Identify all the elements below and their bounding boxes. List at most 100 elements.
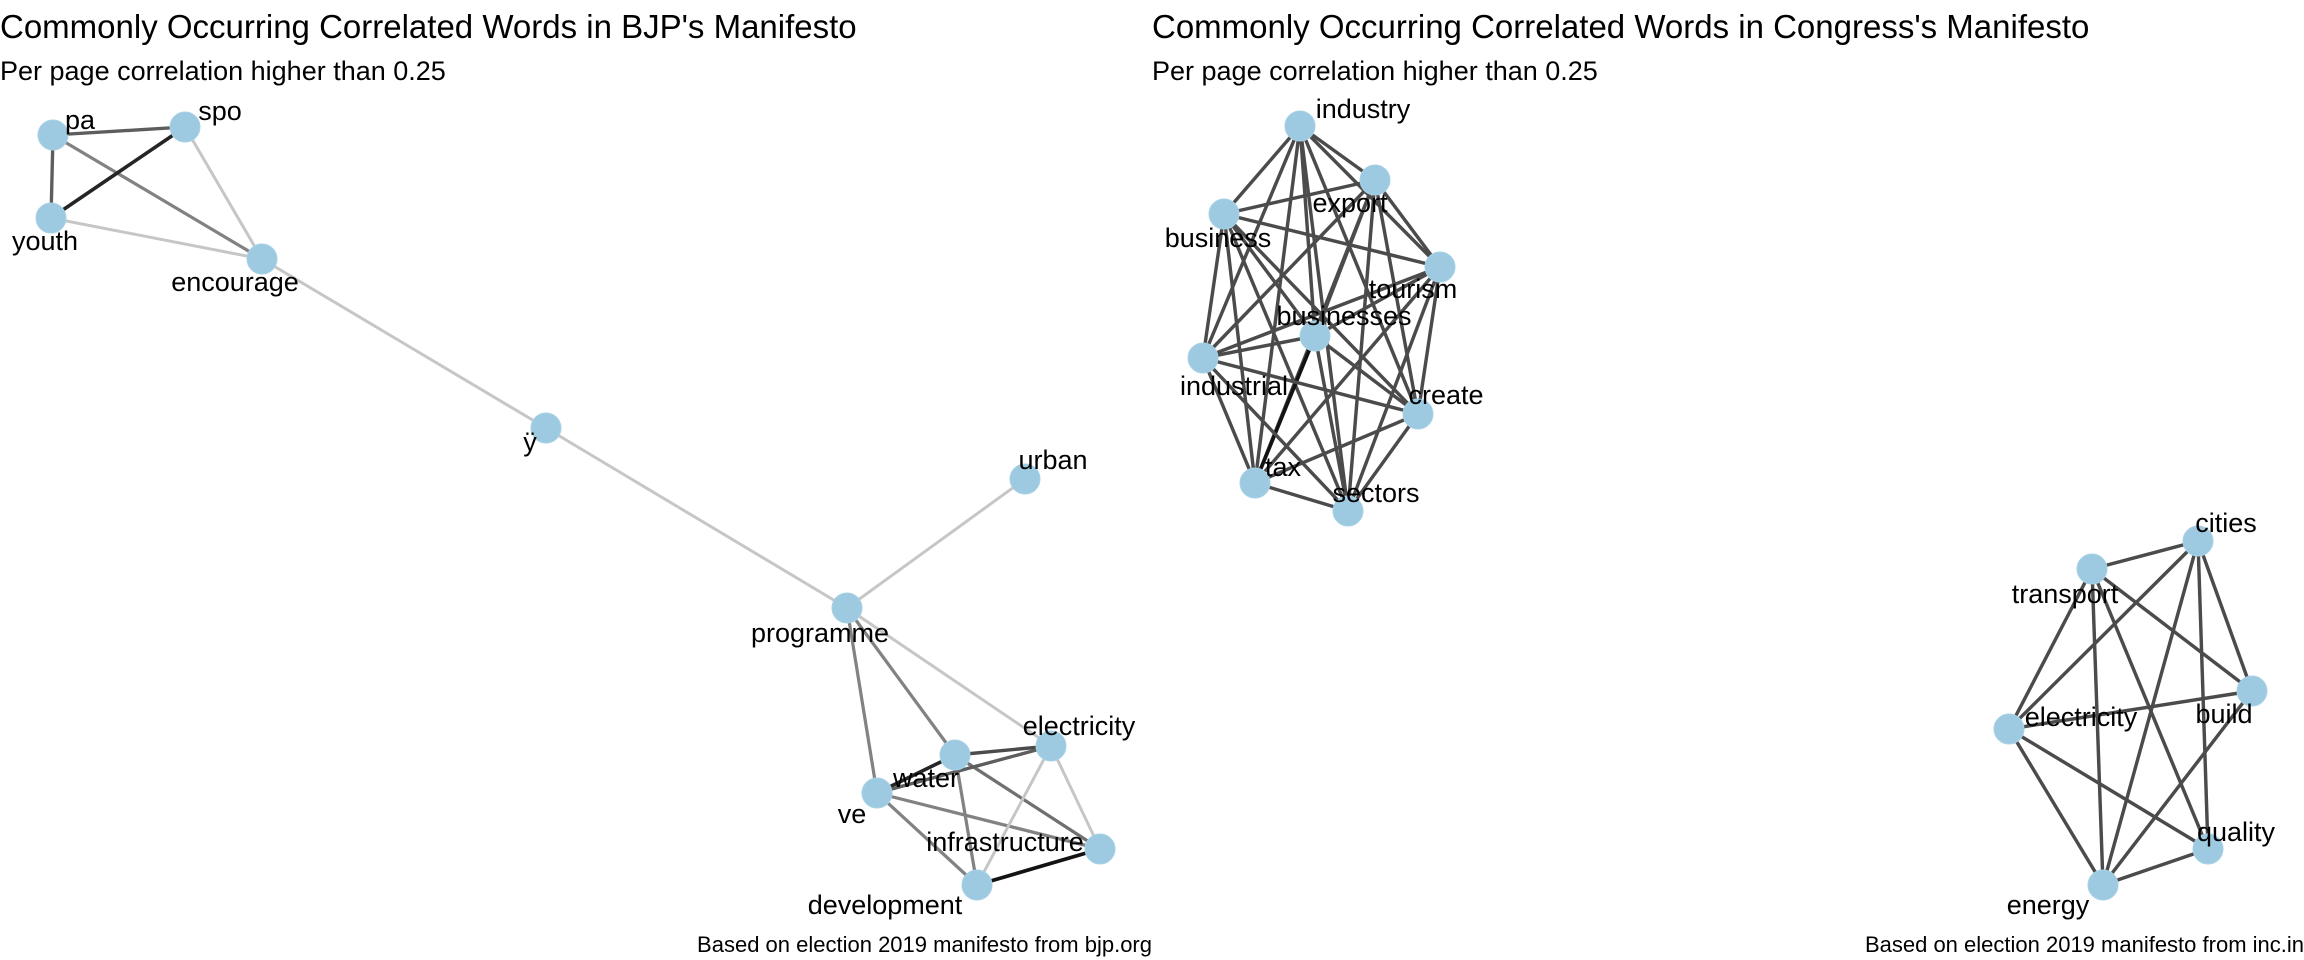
edge-electricity-quality	[2008, 727, 2209, 851]
node-businesses	[1299, 320, 1331, 352]
edge-export-sectors	[1346, 179, 1377, 512]
node-urban	[1009, 463, 1041, 495]
edge-spo-encourage	[183, 126, 264, 260]
node-label-development: development	[808, 890, 963, 920]
node-water	[939, 739, 971, 771]
node-label-transport: transport	[2012, 579, 2119, 609]
edge-business-industrial	[1201, 213, 1226, 359]
node-infrastructure	[1084, 833, 1116, 865]
node-label-encourage: encourage	[171, 267, 299, 297]
node-pa	[37, 119, 69, 151]
congress-network-graph: industryexportbusinesstourismbusinessesi…	[1165, 94, 2276, 920]
node-label-tax: tax	[1265, 452, 1302, 482]
labels-group: industryexportbusinesstourismbusinessesi…	[1165, 94, 2276, 920]
edge-tourism-industrial	[1202, 265, 1441, 360]
node-create	[1402, 398, 1434, 430]
node-label-energy: energy	[2007, 890, 2090, 920]
edge-business-sectors	[1222, 213, 1350, 512]
congress-graph-caption: Based on election 2019 manifesto from in…	[1864, 932, 2304, 957]
edge-encourage-ÿ	[261, 257, 547, 430]
edge-tourism-sectors	[1346, 266, 1442, 512]
bjp-network-graph: pa spo youth encourage ÿ urban programme electr…	[12, 96, 1136, 920]
edge-spo-youth	[49, 125, 187, 220]
node-label-water: water	[892, 763, 959, 793]
edge-industry-tax	[1253, 125, 1302, 484]
edge-industry-create	[1298, 125, 1420, 415]
edge-quality-energy	[2102, 847, 2209, 887]
node-programme	[831, 592, 863, 624]
node-label-pa: pa	[65, 105, 96, 135]
node-quality	[2192, 833, 2224, 865]
nodes-group	[35, 111, 1116, 901]
edge-industry-businesses	[1298, 125, 1317, 337]
node-label-infrastructure: infrastructure	[926, 827, 1084, 857]
edge-transport-quality	[2090, 568, 2210, 850]
node-label-programme: programme	[751, 618, 889, 648]
edge-industrial-create	[1202, 356, 1419, 416]
node-label-sectors: sectors	[1332, 478, 1419, 508]
edge-water-infrastructure	[954, 753, 1101, 851]
node-label-business: business	[1165, 223, 1272, 253]
node-tourism	[1424, 251, 1456, 283]
node-industrial	[1187, 342, 1219, 374]
node-label-spo: spo	[198, 96, 242, 126]
congress-graph-subtitle: Per page correlation higher than 0.25	[1152, 56, 1598, 86]
node-label-export: export	[1312, 188, 1388, 218]
edge-youth-encourage	[50, 216, 263, 261]
edge-infrastructure-development	[976, 847, 1101, 887]
edge-electricity-development	[975, 745, 1053, 886]
node-label-businesses: businesses	[1276, 301, 1411, 331]
edge-build-energy	[2101, 689, 2254, 887]
bjp-graph-caption: Based on election 2019 manifesto from bj…	[697, 932, 1152, 957]
edge-ve-infrastructure	[876, 791, 1101, 851]
edge-ve-development	[875, 791, 979, 887]
node-cities	[2182, 525, 2214, 557]
node-spo	[169, 111, 201, 143]
edge-create-sectors	[1346, 412, 1420, 513]
node-label-build: build	[2195, 699, 2252, 729]
node-encourage	[246, 243, 278, 275]
edge-export-industrial	[1201, 178, 1377, 360]
edge-business-businesses	[1222, 212, 1317, 338]
node-tax	[1239, 467, 1271, 499]
edge-create-tax	[1254, 412, 1419, 485]
node-export	[1359, 164, 1391, 196]
node-electricity	[1993, 713, 2025, 745]
node-label-create: create	[1408, 380, 1483, 410]
edge-pa-spo	[52, 125, 186, 137]
edge-programme-electricity	[846, 606, 1052, 748]
edge-cities-transport	[2091, 539, 2199, 571]
edge-build-electricity	[2008, 689, 2253, 731]
edge-industrial-tax	[1201, 357, 1257, 484]
congress-graph-title: Commonly Occurring Correlated Words in C…	[1152, 8, 2090, 45]
node-label-cities: cities	[2195, 508, 2257, 538]
edge-export-create	[1373, 179, 1420, 415]
node-label-ÿ: ÿ	[523, 427, 537, 457]
edge-export-tourism	[1373, 178, 1442, 269]
edge-ve-electricity	[876, 744, 1052, 795]
node-sectors	[1332, 495, 1364, 527]
node-build	[2236, 675, 2268, 707]
edge-industrial-sectors	[1201, 356, 1350, 513]
edge-electricity-energy	[2007, 728, 2105, 886]
edge-water-electricity	[954, 744, 1052, 757]
edge-tax-sectors	[1254, 481, 1349, 513]
edge-electricity-infrastructure	[1049, 745, 1102, 850]
edge-cities-quality	[2196, 540, 2210, 850]
edge-businesses-sectors	[1313, 335, 1350, 512]
edge-businesses-industrial	[1202, 334, 1316, 360]
edges-group	[1201, 124, 2254, 887]
node-label-urban: urban	[1018, 445, 1087, 475]
bjp-graph-subtitle: Per page correlation higher than 0.25	[0, 56, 446, 86]
node-label-electricity: electricity	[1023, 711, 1136, 741]
node-transport	[2076, 553, 2108, 585]
node-industry	[1284, 110, 1316, 142]
node-label-industry: industry	[1316, 94, 1411, 124]
edge-cities-electricity	[2007, 539, 2200, 731]
node-label-youth: youth	[12, 226, 78, 256]
edge-transport-energy	[2090, 568, 2105, 886]
edge-tourism-businesses	[1314, 265, 1441, 338]
edge-tourism-create	[1416, 266, 1442, 415]
node-label-industrial: industrial	[1180, 371, 1288, 401]
node-label-ve: ve	[838, 799, 867, 829]
